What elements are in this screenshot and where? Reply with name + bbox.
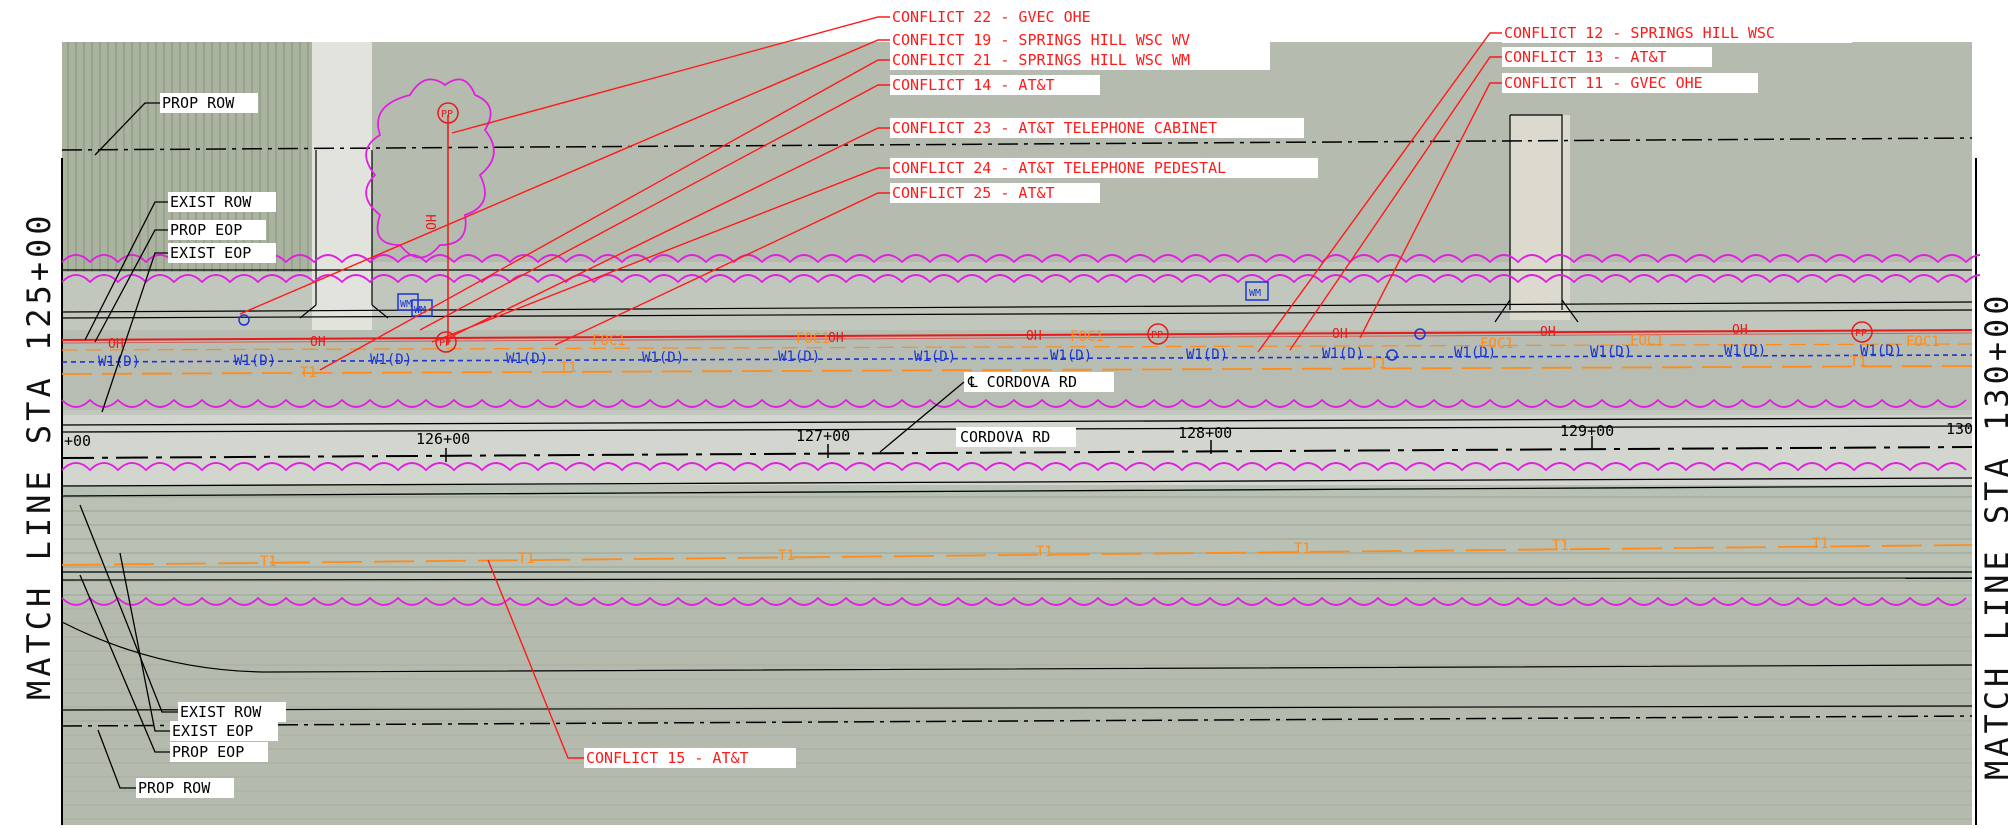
tree-lines (61, 78, 2008, 606)
match-line-left: MATCH LINE STA 125+00 (20, 211, 58, 700)
power-pole-icon: PP (437, 102, 459, 124)
telephone-tag: T1 (560, 360, 577, 376)
water-tag: W1(D) (778, 349, 820, 365)
telephone-tags: T1 T1 T1 T1 T1 T1 T1 T1 T1 T1 T1 (260, 354, 1867, 570)
svg-text:WM: WM (1249, 288, 1261, 299)
overhead-tag: OH (1332, 327, 1348, 342)
conflict-21-label: CONFLICT 21 - SPRINGS HILL WSC WM (892, 51, 1190, 69)
station-label: 126+00 (416, 430, 470, 448)
conflict-24-label: CONFLICT 24 - AT&T TELEPHONE PEDESTAL (892, 159, 1226, 177)
fiber-tag: FOC1 (592, 333, 626, 349)
conflict-23-label: CONFLICT 23 - AT&T TELEPHONE CABINET (892, 119, 1217, 137)
match-line-right: MATCH LINE STA 130+00 (1978, 291, 2008, 780)
prop-row-label: PROP ROW (138, 779, 211, 797)
station-label: 128+00 (1178, 424, 1232, 442)
overhead-tag: OH (310, 335, 326, 350)
row-callouts (79, 102, 178, 789)
svg-text:PP: PP (441, 109, 453, 120)
power-pole-icon: PP (1851, 321, 1873, 343)
centerline-label: ℄ CORDOVA RD (967, 373, 1077, 391)
fiber-tag: FOC1 (1480, 336, 1514, 352)
water-valve-icon (1386, 349, 1398, 361)
fiber-tag: FOC1 (1070, 329, 1104, 345)
overhead-tag: OH (1026, 329, 1042, 344)
exist-row-label: EXIST ROW (170, 193, 252, 211)
conflict-25-label: CONFLICT 25 - AT&T (892, 184, 1055, 202)
overhead-tag: OH (108, 337, 124, 352)
water-tag: W1(D) (506, 351, 548, 367)
water-tag: W1(D) (1186, 347, 1228, 363)
telephone-tag: T1 (260, 554, 277, 570)
water-meter-icon: WM (1245, 281, 1269, 301)
exist-row-label: EXIST ROW (180, 703, 262, 721)
overhead-tag: OH (828, 331, 844, 346)
power-pole-icon: PP (435, 331, 457, 353)
water-tag: W1(D) (1454, 345, 1496, 361)
water-tag: W1(D) (914, 349, 956, 365)
overhead-tag: OH (1540, 325, 1556, 340)
station-label: +00 (64, 432, 91, 450)
water-tag: W1(D) (234, 353, 276, 369)
conflict-14-label: CONFLICT 14 - AT&T (892, 76, 1055, 94)
telephone-tag: T1 (778, 548, 795, 564)
water-tag: W1(D) (1860, 343, 1902, 359)
prop-eop-label: PROP EOP (170, 221, 242, 239)
conflict-labels: CONFLICT 22 - GVEC OHE CONFLICT 19 - SPR… (584, 7, 1852, 768)
water-tag: W1(D) (642, 350, 684, 366)
prop-eop-label: PROP EOP (172, 743, 244, 761)
match-lines: MATCH LINE STA 125+00 MATCH LINE STA 130… (0, 150, 2008, 825)
conflict-12-label: CONFLICT 12 - SPRINGS HILL WSC (1504, 24, 1775, 42)
prop-row-label: PROP ROW (162, 94, 235, 112)
water-valve-icon (1414, 328, 1426, 340)
telephone-tag: T1 (1812, 536, 1829, 552)
fiber-tags: FOC1 FOC1 FOC1 FOC1 FOC1 FOC1 (592, 329, 1940, 352)
power-pole-icon: PP (1147, 323, 1169, 345)
svg-text:WM: WM (414, 305, 426, 316)
overhead-tags: OH OH OH OH OH OH OH OH (108, 214, 1748, 352)
svg-text:PP: PP (1151, 330, 1163, 341)
telephone-tag: T1 (300, 365, 317, 381)
conflict-11-label: CONFLICT 11 - GVEC OHE (1504, 74, 1703, 92)
water-valve-icon (238, 314, 250, 326)
telephone-tag: T1 (1036, 544, 1053, 560)
station-label: 127+00 (796, 427, 850, 445)
overhead-tag: OH (1732, 323, 1748, 338)
station-label: 130 (1946, 420, 1973, 438)
road-name-label: CORDOVA RD (960, 428, 1050, 446)
exist-eop-label: EXIST EOP (170, 244, 251, 262)
utility-lines (61, 115, 1973, 566)
telephone-tag: T1 (1850, 354, 1867, 370)
telephone-tag: T1 (518, 551, 535, 567)
svg-text:PP: PP (1855, 328, 1867, 339)
svg-text:PP: PP (439, 338, 451, 349)
telephone-tag: T1 (1370, 356, 1387, 372)
water-tag: W1(D) (1050, 348, 1092, 364)
conflict-15-label: CONFLICT 15 - AT&T (586, 749, 749, 767)
water-tag: W1(D) (1724, 343, 1766, 359)
utility-tags: W1(D) W1(D) W1(D) W1(D) W1(D) W1(D) W1(D… (98, 102, 1940, 570)
svg-text:WM: WM (400, 299, 412, 310)
stationing: +00 126+00 127+00 128+00 129+00 130 CORD… (64, 372, 1973, 453)
row-labels: PROP ROW EXIST ROW PROP EOP EXIST EOP EX… (136, 93, 286, 798)
conflict-22-label: CONFLICT 22 - GVEC OHE (892, 8, 1091, 26)
overhead-tag: OH (425, 214, 440, 230)
fiber-tag: FOC1 (1630, 333, 1664, 349)
water-tag: W1(D) (1590, 344, 1632, 360)
telephone-tag: T1 (1552, 538, 1569, 554)
conflict-13-label: CONFLICT 13 - AT&T (1504, 48, 1667, 66)
telephone-tag: T1 (1294, 541, 1311, 557)
water-tag: W1(D) (1322, 346, 1364, 362)
conflict-leaders (239, 16, 1502, 759)
linework (61, 114, 1977, 825)
water-tag: W1(D) (370, 352, 412, 368)
exist-eop-label: EXIST EOP (172, 722, 253, 740)
fiber-tag: FOC1 (796, 331, 830, 347)
station-label: 129+00 (1560, 422, 1614, 440)
fiber-tag: FOC1 (1906, 334, 1940, 350)
conflict-19-label: CONFLICT 19 - SPRINGS HILL WSC WV (892, 31, 1190, 49)
water-meter-icon: WM (397, 293, 419, 311)
